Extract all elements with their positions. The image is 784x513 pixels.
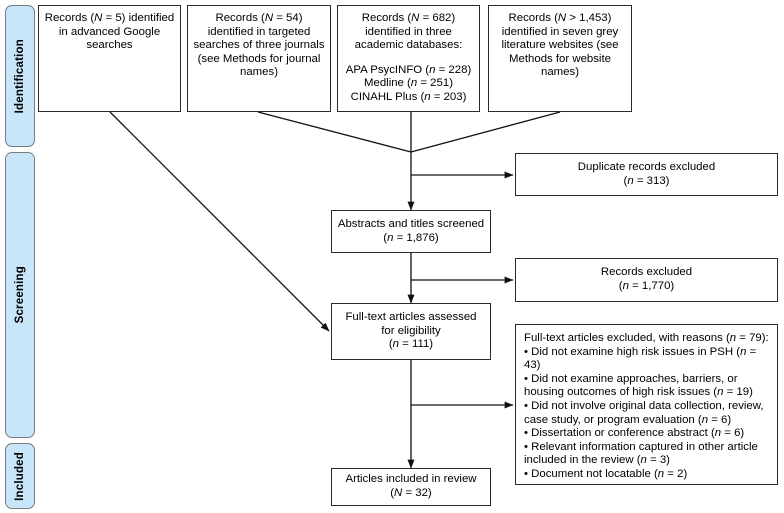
screened-line-2: (n = 1,876) <box>383 231 439 244</box>
source-databases-detail-3: CINAHL Plus (n = 203) <box>350 90 467 103</box>
source-journals-line-4: (see Methods for journal <box>197 52 321 65</box>
fulltext-excluded-line-8: • Relevant information captured in other… <box>524 440 758 453</box>
fulltext-excluded-line-4: housing outcomes of high risk issues (n … <box>524 386 753 399</box>
source-box-databases: Records (N = 682) identified in three ac… <box>337 5 480 112</box>
stage-label-screening-text: Screening <box>14 266 26 324</box>
source-databases-line-3: academic databases: <box>354 39 463 52</box>
fulltext-excluded-line-1: Full-text articles excluded, with reason… <box>524 332 769 344</box>
source-journals-line-3: searches of three journals <box>193 39 325 52</box>
source-grey-line-2: identified in seven grey <box>501 25 619 38</box>
link-grey-to-junction <box>410 111 561 153</box>
screened-line-1: Abstracts and titles screened <box>337 217 485 230</box>
records-excluded-line-2: (n = 1,770) <box>618 280 675 292</box>
source-box-google: Records (N = 5) identified in advanced G… <box>38 5 181 112</box>
source-grey-line-1: Records (N > 1,453) <box>508 12 612 24</box>
stage-label-screening: Screening <box>5 152 35 438</box>
link-google-to-fulltext <box>109 111 330 332</box>
source-box-grey-literature: Records (N > 1,453) identified in seven … <box>488 5 632 112</box>
fulltext-line-2: for eligibility <box>381 324 441 337</box>
stage-label-identification: Identification <box>5 5 35 147</box>
source-grey-line-5: names) <box>541 66 579 79</box>
fulltext-excluded-line-2: • Did not examine high risk issues in PS… <box>524 345 757 372</box>
source-journals-line-5: names) <box>240 66 278 79</box>
stage-label-included: Included <box>5 443 35 509</box>
box-fulltext-articles-excluded: Full-text articles excluded, with reason… <box>515 324 778 485</box>
records-excluded-line-1: Records excluded <box>600 266 693 279</box>
source-google-line-1: Records (N = 5) identified <box>44 12 175 24</box>
box-abstracts-titles-screened: Abstracts and titles screened (n = 1,876… <box>331 210 491 253</box>
source-google-line-2: in advanced Google <box>58 25 161 38</box>
fulltext-excluded-line-7: • Dissertation or conference abstract (n… <box>524 427 745 440</box>
fulltext-line-1: Full-text articles assessed <box>345 311 477 324</box>
box-articles-included-in-review: Articles included in review (N = 32) <box>331 468 491 506</box>
source-databases-line-2: identified in three <box>365 25 452 38</box>
box-records-excluded: Records excluded (n = 1,770) <box>515 258 778 302</box>
source-grey-line-3: literature websites (see <box>501 39 619 52</box>
link-journals-to-junction <box>257 111 412 153</box>
fulltext-excluded-line-3: • Did not examine approaches, barriers, … <box>524 372 738 385</box>
source-databases-detail-2: Medline (n = 251) <box>364 77 453 90</box>
fulltext-excluded-line-6: case study, or program evaluation (n = 6… <box>524 413 732 426</box>
box-fulltext-articles-assessed: Full-text articles assessed for eligibil… <box>331 303 491 360</box>
duplicates-line-2: (n = 313) <box>623 174 670 187</box>
fulltext-excluded-line-10: • Document not locatable (n = 2) <box>524 467 688 480</box>
duplicates-line-1: Duplicate records excluded <box>577 160 716 173</box>
stage-label-identification-text: Identification <box>14 38 26 114</box>
fulltext-excluded-line-5: • Did not involve original data collecti… <box>524 399 764 412</box>
source-grey-line-4: Methods for website <box>509 52 611 65</box>
fulltext-excluded-line-9: included in the review (n = 3) <box>524 454 670 467</box>
box-duplicate-records-excluded: Duplicate records excluded (n = 313) <box>515 153 778 196</box>
source-journals-line-2: identified in targeted <box>207 25 311 38</box>
included-line-2: (N = 32) <box>390 487 432 499</box>
source-databases-line-1: Records (N = 682) <box>361 12 456 24</box>
source-google-line-3: searches <box>86 39 133 52</box>
included-line-1: Articles included in review <box>345 473 477 486</box>
source-journals-line-1: Records (N = 54) <box>215 12 303 24</box>
source-box-journals: Records (N = 54) identified in targeted … <box>187 5 331 112</box>
fulltext-line-3: (n = 111) <box>388 338 434 351</box>
stage-label-included-text: Included <box>14 451 26 501</box>
source-databases-detail-1: APA PsycINFO (n = 228) <box>345 63 472 76</box>
